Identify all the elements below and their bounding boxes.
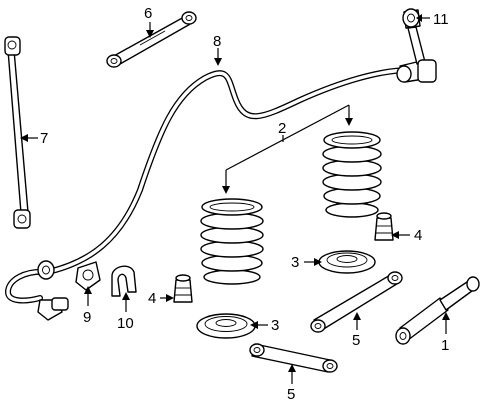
callout-3-right: 3 <box>291 254 299 271</box>
leader-lines <box>20 14 450 384</box>
callout-9: 9 <box>83 309 91 326</box>
callout-3-left: 3 <box>271 317 279 334</box>
callout-4-right: 4 <box>414 227 422 244</box>
callout-2: 2 <box>278 120 286 137</box>
callout-6: 6 <box>144 5 152 22</box>
callout-5-left: 5 <box>287 386 295 403</box>
callout-8: 8 <box>213 33 221 50</box>
bushing-bracket-icon[interactable] <box>111 265 137 297</box>
coil-spring-icon[interactable] <box>200 131 382 285</box>
callout-4-left: 4 <box>148 290 156 307</box>
lateral-link-icon[interactable] <box>4 36 31 229</box>
bump-stop-icon[interactable] <box>173 212 394 303</box>
callout-7: 7 <box>40 130 48 147</box>
callout-11: 11 <box>433 11 449 28</box>
upper-control-arm-icon[interactable] <box>106 11 197 68</box>
callout-1: 1 <box>441 337 449 354</box>
callout-5-right: 5 <box>352 332 360 349</box>
callout-10: 10 <box>117 315 134 332</box>
stabilizer-bushing-icon[interactable] <box>75 261 101 291</box>
stabilizer-bar-icon[interactable] <box>5 59 431 321</box>
callout-labels: 6 8 11 7 2 4 3 4 3 5 5 1 9 10 <box>40 5 449 403</box>
shock-absorber-icon[interactable] <box>395 276 480 345</box>
spring-insulator-icon[interactable] <box>196 250 376 339</box>
lower-control-arm-icon[interactable] <box>249 271 403 373</box>
